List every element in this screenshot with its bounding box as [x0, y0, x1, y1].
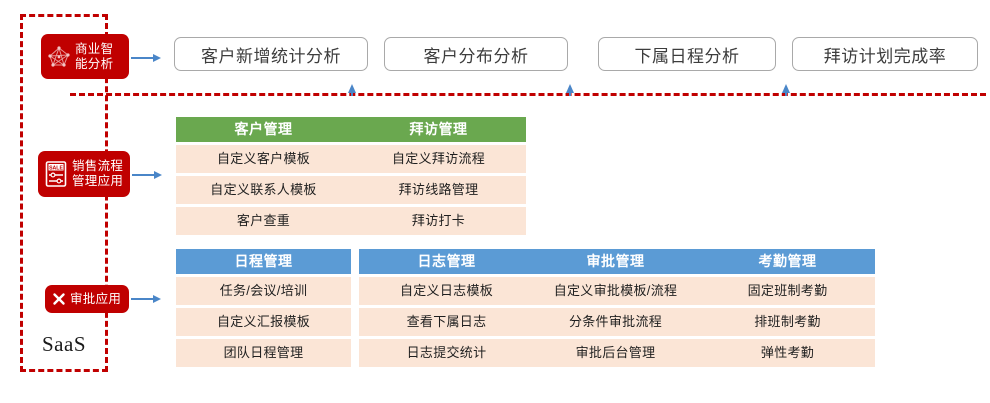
- pill-visit-plan-completion-rate[interactable]: 拜访计划完成率: [792, 37, 978, 71]
- badge-business-intelligence[interactable]: 商业智 能分析: [41, 34, 129, 79]
- module-row[interactable]: 拜访打卡: [351, 207, 526, 235]
- module-row[interactable]: 自定义审批模板/流程: [528, 277, 703, 305]
- module-row[interactable]: 客户查重: [176, 207, 351, 235]
- module-customer-management[interactable]: 客户管理 自定义客户模板 自定义联系人模板 客户查重: [176, 117, 351, 235]
- module-title: 考勤管理: [700, 249, 875, 274]
- module-row[interactable]: 日志提交统计: [359, 339, 534, 367]
- up-arrow-icon-3: [782, 84, 790, 96]
- module-title: 审批管理: [528, 249, 703, 274]
- module-row[interactable]: 自定义客户模板: [176, 145, 351, 173]
- module-row[interactable]: 排班制考勤: [700, 308, 875, 336]
- connector-arrow-sales: [132, 171, 162, 179]
- badge-label: 商业智 能分析: [75, 41, 114, 71]
- module-log-management[interactable]: 日志管理 自定义日志模板 查看下属日志 日志提交统计: [359, 249, 534, 367]
- module-title: 日志管理: [359, 249, 534, 274]
- module-row[interactable]: 任务/会议/培训: [176, 277, 351, 305]
- badge-label: 销售流程 管理应用: [72, 159, 124, 188]
- module-title: 拜访管理: [351, 117, 526, 142]
- module-row[interactable]: 分条件审批流程: [528, 308, 703, 336]
- cross-mark-icon: [52, 292, 66, 306]
- module-row[interactable]: 自定义拜访流程: [351, 145, 526, 173]
- module-row[interactable]: 团队日程管理: [176, 339, 351, 367]
- pill-subordinate-schedule-analysis[interactable]: 下属日程分析: [598, 37, 776, 71]
- badge-sales-process-app[interactable]: SALE 销售流程 管理应用: [38, 151, 130, 197]
- module-row[interactable]: 弹性考勤: [700, 339, 875, 367]
- module-approval-management[interactable]: 审批管理 自定义审批模板/流程 分条件审批流程 审批后台管理: [528, 249, 703, 367]
- module-row[interactable]: 固定班制考勤: [700, 277, 875, 305]
- module-row[interactable]: 自定义联系人模板: [176, 176, 351, 204]
- module-schedule-management[interactable]: 日程管理 任务/会议/培训 自定义汇报模板 团队日程管理: [176, 249, 351, 367]
- saas-label: SaaS: [42, 332, 86, 356]
- module-row[interactable]: 自定义汇报模板: [176, 308, 351, 336]
- module-title: 日程管理: [176, 249, 351, 274]
- pill-customer-distribution-analysis[interactable]: 客户分布分析: [384, 37, 568, 71]
- module-row[interactable]: 拜访线路管理: [351, 176, 526, 204]
- module-row[interactable]: 自定义日志模板: [359, 277, 534, 305]
- module-title: 客户管理: [176, 117, 351, 142]
- sale-tag-icon: SALE: [43, 160, 69, 188]
- up-arrow-icon-2: [566, 84, 574, 96]
- up-arrow-icon-1: [348, 84, 356, 96]
- horizontal-dashed-divider: [70, 93, 986, 96]
- badge-label: 审批应用: [70, 291, 122, 306]
- svg-text:SALE: SALE: [49, 166, 63, 172]
- badge-approval-app[interactable]: 审批应用: [45, 285, 129, 313]
- pill-customer-growth-analysis[interactable]: 客户新增统计分析: [174, 37, 368, 71]
- module-attendance-management[interactable]: 考勤管理 固定班制考勤 排班制考勤 弹性考勤: [700, 249, 875, 367]
- connector-arrow-bi: [131, 54, 161, 62]
- module-row[interactable]: 审批后台管理: [528, 339, 703, 367]
- module-row[interactable]: 查看下属日志: [359, 308, 534, 336]
- network-graph-icon: [46, 44, 72, 70]
- connector-arrow-approval: [131, 295, 161, 303]
- module-visit-management[interactable]: 拜访管理 自定义拜访流程 拜访线路管理 拜访打卡: [351, 117, 526, 235]
